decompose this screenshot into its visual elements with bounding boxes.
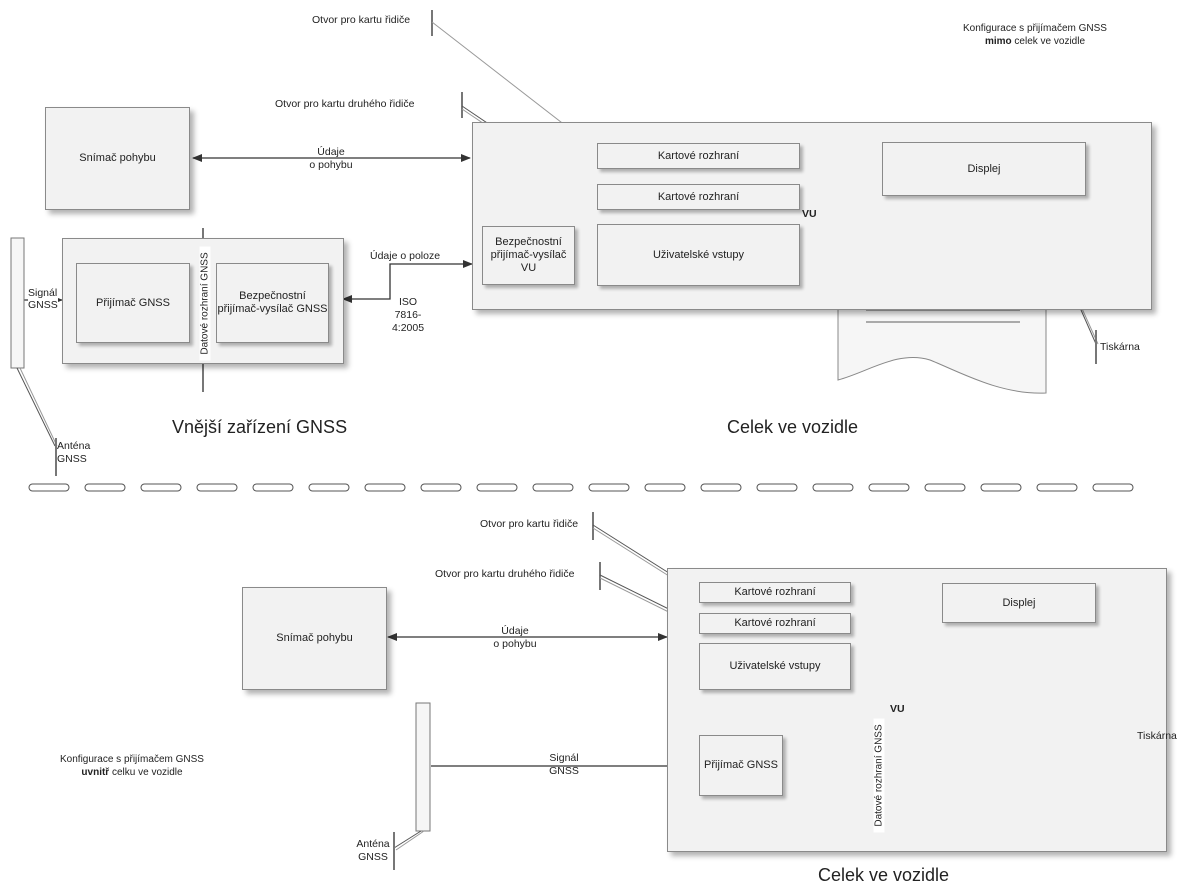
b-data-interface-label: Datové rozhraní GNSS [873, 718, 885, 833]
b-motion-sensor-label: Snímač pohybu [276, 632, 353, 644]
section-separator [28, 483, 1134, 492]
signal-label: Signál GNSS [28, 287, 58, 311]
card-interface-2: Kartové rozhraní [597, 184, 800, 210]
driver-slot-label: Otvor pro kartu řidiče [312, 14, 411, 26]
card-interface-1-label: Kartové rozhraní [657, 149, 740, 162]
antenna-bottom [415, 702, 431, 832]
b-antenna-label: Anténa GNSS [356, 838, 390, 863]
motion-data-label: Údaje o pohybu [309, 146, 353, 171]
gnss-receiver-label: Přijímač GNSS [96, 296, 170, 309]
motion-sensor-box: Snímač pohybu [45, 107, 190, 210]
card-interface-1: Kartové rozhraní [597, 143, 800, 169]
antenna-label: Anténa GNSS [57, 440, 91, 465]
b-printer-label: Tiskárna [1137, 730, 1177, 742]
security-gnss-label: Bezpečnostní přijímač-vysílač GNSS [217, 290, 328, 315]
vehicle-unit-title: Celek ve vozidle [727, 417, 859, 437]
b-driver-slot-label: Otvor pro kartu řidiče [480, 518, 579, 530]
antenna-top-pointer-b [19, 367, 58, 447]
security-vu-label: Bezpečnostní přijímač-vysílač VU [490, 236, 567, 274]
antenna-top-pointer-a [16, 367, 56, 447]
display-label: Displej [967, 162, 1001, 175]
b-signal-label: Signál GNSS [549, 752, 579, 777]
b-gnss-receiver-box: Přijímač GNSS [699, 735, 783, 796]
b-user-inputs-label: Uživatelské vstupy [729, 660, 821, 672]
security-vu-box: Bezpečnostní přijímač-vysílač VU [482, 226, 575, 285]
b-vu-label: VU [890, 703, 905, 715]
b-codriver-slot-label: Otvor pro kartu druhého řidiče [435, 568, 575, 580]
b-card-interface-2: Kartové rozhraní [699, 613, 851, 634]
user-inputs-label: Uživatelské vstupy [652, 248, 745, 261]
display-box: Displej [882, 142, 1086, 196]
config-note-bottom: Konfigurace s přijímačem GNSS uvnitř cel… [60, 754, 204, 778]
data-interface-label: Datové rozhraní GNSS [199, 246, 211, 361]
b-display-label: Displej [1002, 596, 1036, 609]
b-motion-sensor-box: Snímač pohybu [242, 587, 387, 690]
security-gnss-box: Bezpečnostní přijímač-vysílač GNSS [216, 263, 329, 343]
printer-label: Tiskárna [1100, 341, 1140, 353]
b-display-box: Displej [942, 583, 1096, 623]
codriver-slot-label: Otvor pro kartu druhého řidiče [275, 98, 415, 110]
b-card-interface-2-label: Kartové rozhraní [734, 617, 816, 629]
iso-label: ISO 7816- 4:2005 [391, 296, 425, 334]
card-interface-2-label: Kartové rozhraní [657, 190, 740, 203]
position-data-arrow [342, 260, 473, 303]
external-device-title: Vnější zařízení GNSS [172, 417, 348, 437]
antenna-bottom-pointer-a [393, 830, 422, 849]
b-vehicle-unit-title: Celek ve vozidle [818, 865, 950, 885]
motion-sensor-label: Snímač pohybu [79, 152, 156, 164]
antenna-bottom-pointer-b [395, 830, 425, 851]
config-note-top: Konfigurace s přijímačem GNSS mimo celek… [963, 23, 1107, 47]
b-card-interface-1: Kartové rozhraní [699, 582, 851, 603]
gnss-receiver-box: Přijímač GNSS [76, 263, 190, 343]
b-user-inputs-box: Uživatelské vstupy [699, 643, 851, 690]
vu-label: VU [802, 208, 817, 220]
b-gnss-receiver-label: Přijímač GNSS [704, 759, 778, 771]
antenna-top [10, 237, 25, 369]
b-card-interface-1-label: Kartové rozhraní [734, 586, 816, 598]
position-data-label: Údaje o poloze [370, 250, 441, 262]
b-motion-data-label: Údaje o pohybu [493, 625, 537, 650]
user-inputs-box: Uživatelské vstupy [597, 224, 800, 286]
